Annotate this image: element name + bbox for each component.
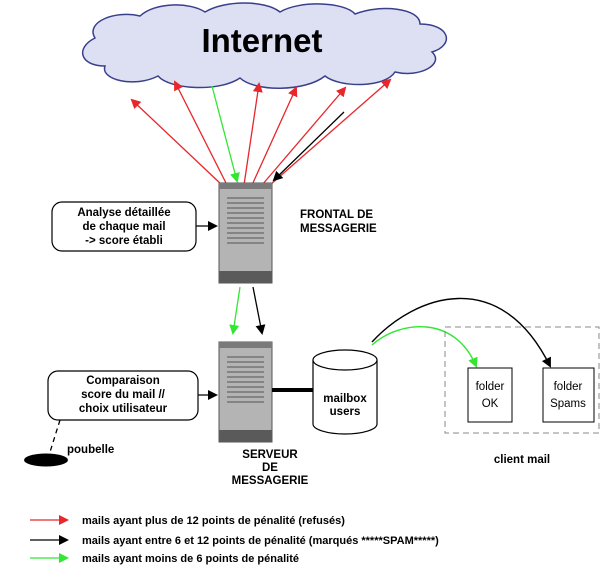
black-arrow-to-folder-spams [371, 297, 551, 368]
client-mail-label: client mail [494, 454, 550, 466]
green-arrow-incoming [211, 85, 240, 183]
folder-ok-line2: OK [482, 398, 499, 410]
poubelle-dashed-line [49, 419, 61, 453]
green-arrow-to-serveur [229, 286, 241, 335]
serveur-server-icon [218, 341, 273, 443]
serveur-label-line2: DE [262, 462, 278, 474]
mailbox-line1: mailbox [323, 393, 367, 405]
mailbox-cylinder-icon: mailbox users [312, 349, 378, 435]
poubelle-label: poubelle [67, 444, 114, 456]
poubelle-icon [24, 453, 68, 467]
comparaison-box: Comparaison score du mail // choix utili… [47, 370, 199, 421]
comparaison-line1: Comparaison [86, 375, 160, 387]
black-arrow-incoming [272, 111, 345, 182]
folder-spams-line1: folder [554, 381, 583, 393]
folder-ok-line1: folder [476, 381, 505, 393]
red-arrow-4 [251, 86, 298, 186]
frontal-label-line1: FRONTAL DE [300, 209, 373, 221]
red-arrow-2 [174, 80, 228, 186]
red-arrow-5 [261, 86, 347, 186]
legend-black-text: mails ayant entre 6 et 12 points de péna… [82, 535, 439, 547]
serveur-label-line3: MESSAGERIE [232, 475, 309, 487]
red-arrow-3 [243, 82, 263, 186]
frontal-label-line2: MESSAGERIE [300, 223, 377, 235]
comparaison-line2: score du mail // [81, 389, 166, 401]
red-arrow-6 [269, 78, 392, 186]
internet-cloud: Internet [81, 2, 448, 89]
analyse-line3: -> score établi [85, 235, 163, 247]
comparaison-line3: choix utilisateur [79, 403, 168, 415]
analyse-line2: de chaque mail [82, 221, 165, 233]
folder-spams: folder Spams [542, 367, 595, 423]
internet-arrows [130, 78, 392, 186]
frontal-server-icon [218, 182, 273, 284]
legend: mails ayant plus de 12 points de pénalit… [30, 515, 439, 565]
legend-red-text: mails ayant plus de 12 points de pénalit… [82, 515, 345, 527]
legend-green-text: mails ayant moins de 6 points de pénalit… [82, 553, 299, 565]
serveur-label-line1: SERVEUR [242, 449, 298, 461]
mailbox-line2: users [330, 406, 361, 418]
analyse-box: Analyse détaillée de chaque mail -> scor… [51, 201, 197, 252]
folder-ok: folder OK [467, 367, 513, 423]
red-arrow-1 [130, 98, 223, 186]
green-arrow-to-folder-ok [371, 326, 478, 368]
analyse-line1: Analyse détaillée [77, 207, 170, 219]
folder-spams-line2: Spams [550, 398, 586, 410]
black-arrow-to-serveur [252, 286, 266, 335]
internet-label: Internet [201, 22, 322, 59]
